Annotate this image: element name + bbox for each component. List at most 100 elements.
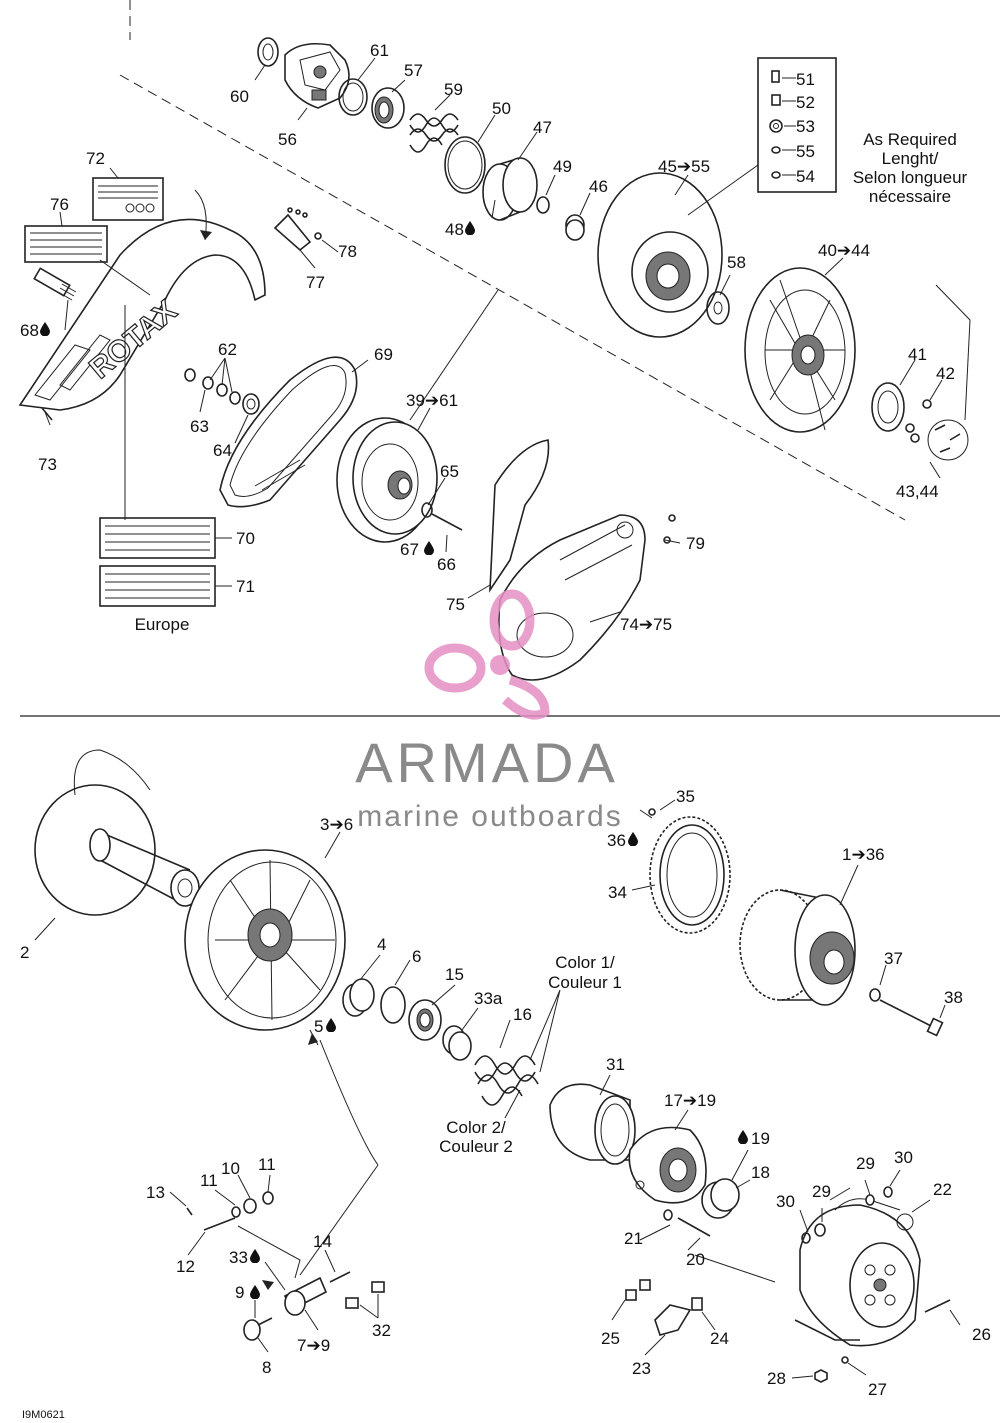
color1-note-2: Couleur 1 — [548, 973, 622, 992]
callout-67: 67 — [400, 540, 419, 559]
part-22-cam — [794, 1198, 921, 1347]
part-46-bushing — [565, 214, 585, 241]
callout-39-61: 39➔61 — [406, 391, 458, 410]
callout-23: 23 — [632, 1359, 651, 1378]
arrow-head — [308, 1033, 318, 1045]
part-12-shaft — [203, 1217, 236, 1231]
callout-45-55: 45➔55 — [658, 157, 710, 176]
callout-18: 18 — [751, 1163, 770, 1182]
part-1-pulley-assembly — [739, 889, 856, 1006]
callout-36: 36 — [607, 831, 626, 850]
part-41-cover-ring — [871, 382, 905, 432]
part-13-pin — [186, 1207, 193, 1216]
callout-75: 75 — [446, 595, 465, 614]
callout-46: 46 — [589, 177, 608, 196]
callout-4: 4 — [377, 935, 386, 954]
lubricant-icon-5 — [326, 1018, 336, 1032]
callout-14: 14 — [313, 1232, 332, 1251]
fastener-legend-box — [757, 57, 837, 193]
callout-65: 65 — [440, 462, 459, 481]
callout-31: 31 — [606, 1055, 625, 1074]
lubricant-icon-67 — [424, 541, 434, 555]
callout-11-left: 11 — [200, 1171, 218, 1190]
callout-21: 21 — [624, 1229, 643, 1248]
callout-30-left: 30 — [776, 1192, 795, 1211]
part-76-decal — [24, 225, 108, 263]
callout-47: 47 — [533, 118, 552, 137]
part-49-ring — [536, 196, 550, 214]
part-27-28-nut — [814, 1356, 849, 1383]
part-21-washer — [663, 1209, 673, 1221]
callout-68: 68 — [20, 321, 39, 340]
part-29-30-washers — [801, 1186, 893, 1244]
part-79-screw — [668, 514, 676, 522]
callout-41: 41 — [908, 345, 927, 364]
callout-28: 28 — [767, 1369, 786, 1388]
part-70-decal — [99, 517, 216, 559]
watermark-brand: ARMADA — [355, 731, 619, 794]
callout-16: 16 — [513, 1005, 532, 1024]
part-77-bracket — [273, 207, 312, 252]
callout-3-6: 3➔6 — [320, 815, 353, 834]
part-73-belt-guard: ROTAX — [18, 218, 266, 421]
callout-78: 78 — [338, 242, 357, 261]
part-68-stud — [33, 267, 77, 301]
callout-73: 73 — [38, 455, 57, 474]
callout-42: 42 — [936, 364, 955, 383]
callout-76: 76 — [50, 195, 69, 214]
part-3-movable-sheave — [184, 849, 346, 1031]
assembly-axis-line — [119, 74, 906, 521]
callout-34: 34 — [608, 883, 627, 902]
part-56-cam-housing — [284, 42, 350, 109]
callout-7-9: 7➔9 — [297, 1336, 330, 1355]
callout-5: 5 — [314, 1017, 323, 1036]
callout-50: 50 — [492, 99, 511, 118]
part-10-11-washers — [231, 1191, 274, 1218]
callout-37: 37 — [884, 949, 903, 968]
part-75-cover — [489, 439, 550, 593]
color1-note-1: Color 1/ — [555, 953, 615, 972]
callout-77: 77 — [306, 273, 325, 292]
part-2-fixed-sheave — [34, 749, 200, 916]
part-40-sheave-assembly — [744, 267, 856, 433]
callout-57: 57 — [404, 61, 423, 80]
callout-52: 52 — [796, 93, 815, 112]
part-45-sheave — [597, 172, 723, 338]
part-59-spring — [409, 113, 459, 153]
part-78-screw — [314, 232, 322, 240]
propeller-logo — [424, 589, 550, 720]
callout-24: 24 — [710, 1329, 729, 1348]
part-4-bushing — [342, 978, 375, 1017]
callout-30-right: 30 — [894, 1148, 913, 1167]
callout-27: 27 — [868, 1380, 887, 1399]
leader-lines — [34, 57, 971, 1379]
callout-12: 12 — [176, 1257, 195, 1276]
part-43-44-fasteners — [905, 419, 969, 461]
color2-note-2: Couleur 2 — [439, 1137, 513, 1156]
part-39-pulley — [336, 417, 438, 543]
lubricant-icon-68 — [40, 322, 50, 336]
callout-9: 9 — [235, 1283, 244, 1302]
callout-32: 32 — [372, 1321, 391, 1340]
callout-19: 19 — [751, 1129, 770, 1148]
part-34-ring — [649, 816, 731, 934]
callout-1-36: 1➔36 — [842, 845, 885, 864]
arrow-head-3 — [200, 230, 212, 240]
lubricant-icon-36 — [628, 832, 638, 846]
callout-33: 33 — [229, 1248, 248, 1267]
callout-13: 13 — [146, 1183, 165, 1202]
callout-26: 26 — [972, 1325, 991, 1344]
part-25-screw — [625, 1279, 651, 1301]
part-16-spring — [474, 1055, 539, 1106]
callout-20: 20 — [686, 1250, 705, 1269]
callout-61: 61 — [370, 41, 389, 60]
callout-71: 71 — [236, 577, 255, 596]
part-15-seal — [408, 999, 442, 1041]
lubricant-icon-48 — [465, 221, 475, 235]
callout-55: 55 — [796, 142, 815, 161]
callout-64: 64 — [213, 441, 232, 460]
callout-25: 25 — [601, 1329, 620, 1348]
callout-79: 79 — [686, 534, 705, 553]
callout-58: 58 — [727, 253, 746, 272]
callout-43-44: 43,44 — [896, 482, 939, 501]
